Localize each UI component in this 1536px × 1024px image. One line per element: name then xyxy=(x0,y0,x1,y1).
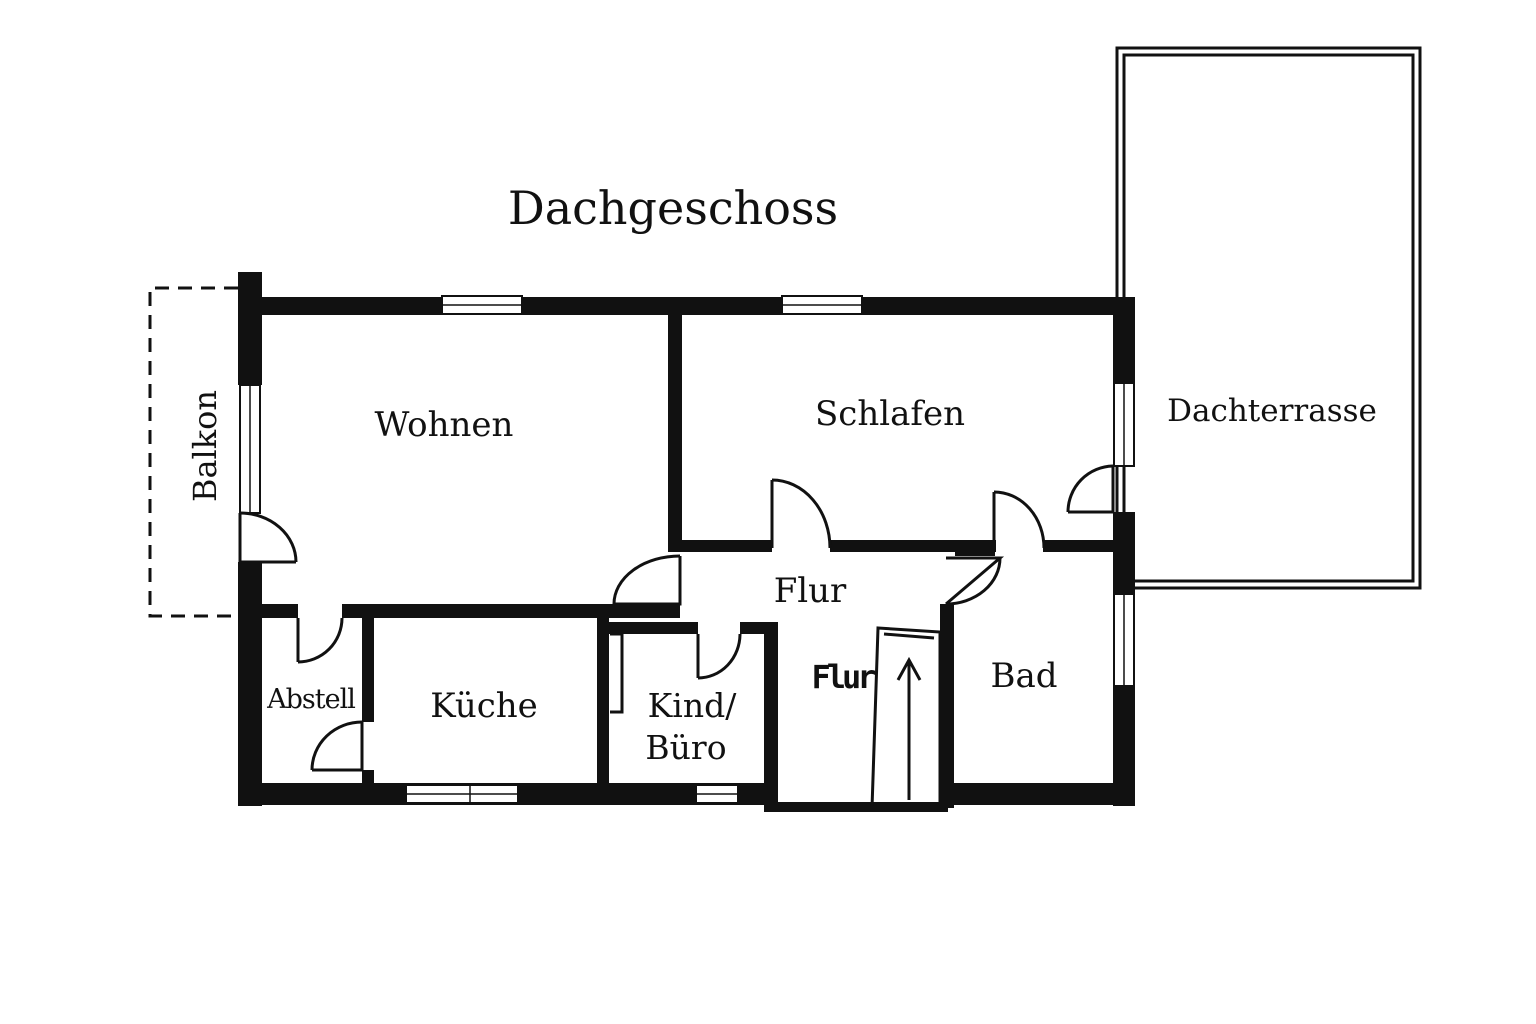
plan-title: Dachgeschoss xyxy=(508,181,838,235)
room-label-kind-line1: Kind/ xyxy=(648,686,738,725)
room-label-wohnen: Wohnen xyxy=(375,405,514,445)
room-label-kueche: Küche xyxy=(430,686,538,726)
room-label-balkon: Balkon xyxy=(186,390,224,502)
interior-walls xyxy=(238,315,1115,812)
stair-arrow-icon xyxy=(896,656,922,800)
room-label-kind-line2: Büro xyxy=(645,728,726,767)
doors xyxy=(238,464,1115,772)
room-label-bad: Bad xyxy=(990,656,1057,696)
exterior-walls xyxy=(238,272,1135,806)
room-label-flur: Flur xyxy=(774,571,847,611)
windows xyxy=(239,295,1135,804)
room-label-schlafen: Schlafen xyxy=(815,394,965,434)
staircase xyxy=(870,626,942,810)
dachterrasse-area xyxy=(1115,46,1422,590)
room-label-flur-stairs: Flur xyxy=(811,658,875,696)
kind-closet-outline xyxy=(610,632,624,714)
room-label-abstell: Abstell xyxy=(266,684,355,715)
balkon-outline xyxy=(148,286,238,618)
room-label-dachterrasse: Dachterrasse xyxy=(1167,393,1377,429)
